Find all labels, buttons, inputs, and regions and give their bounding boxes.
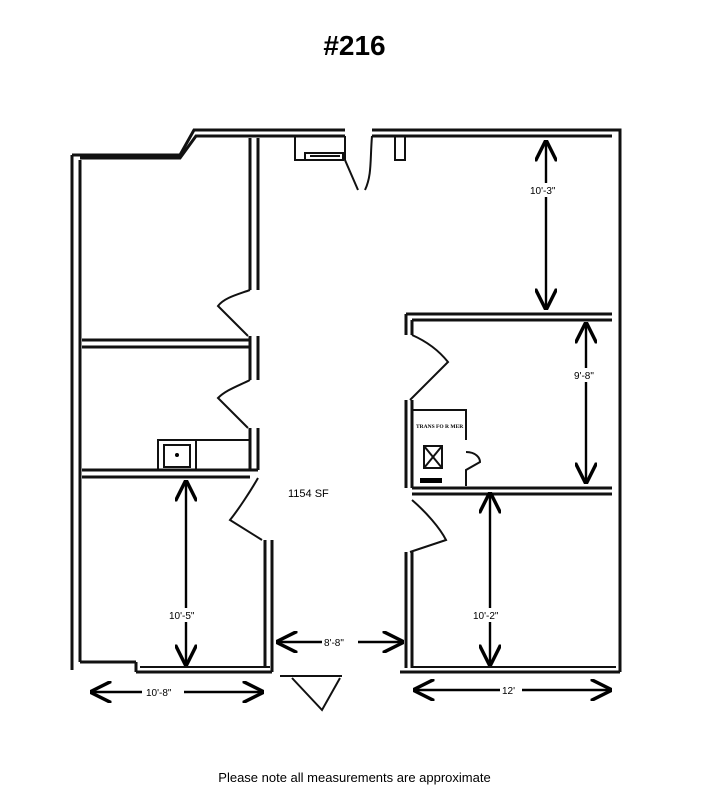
dim-bottom-left-width: 10'-8" bbox=[146, 688, 172, 699]
transformer-label: TRANS FO R MER bbox=[416, 424, 464, 430]
area-label: 1154 SF bbox=[288, 488, 329, 500]
top-entry bbox=[294, 135, 406, 191]
right-rooms bbox=[404, 312, 612, 668]
dim-bottom-right-width: 12' bbox=[502, 686, 515, 697]
dim-top-right: 10'-3" bbox=[530, 186, 556, 197]
dim-bottom-left-height: 10'-5" bbox=[169, 611, 195, 622]
outer-walls bbox=[70, 128, 622, 712]
dim-corridor-width: 8'-8" bbox=[324, 638, 344, 649]
left-rooms bbox=[82, 138, 274, 668]
dim-bottom-right-height: 10'-2" bbox=[473, 611, 499, 622]
dim-mid-right: 9'-8" bbox=[574, 371, 594, 382]
unit-title: #216 bbox=[323, 30, 386, 61]
measurement-note: Please note all measurements are approxi… bbox=[218, 770, 491, 785]
